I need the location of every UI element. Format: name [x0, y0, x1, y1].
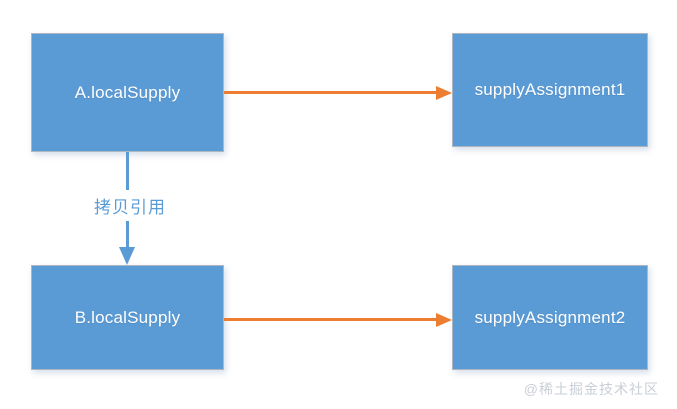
- connector-arrow-top-orange: [224, 86, 452, 100]
- arrow-head-right-icon: [436, 86, 452, 100]
- node-b-local-supply[interactable]: B.localSupply: [31, 265, 224, 370]
- arrow-shaft: [224, 91, 438, 94]
- arrow-head-right-icon: [436, 313, 452, 327]
- arrow-shaft: [224, 318, 438, 321]
- node-supply-assignment-1-label: supplyAssignment1: [474, 80, 626, 99]
- node-a-local-supply[interactable]: A.localSupply: [31, 33, 224, 152]
- node-supply-assignment-2-label: supplyAssignment2: [474, 307, 626, 327]
- node-b-local-supply-label: B.localSupply: [74, 307, 181, 327]
- arrow-head-down-icon: [119, 247, 135, 265]
- node-a-local-supply-label: A.localSupply: [74, 82, 181, 102]
- node-supply-assignment-2[interactable]: supplyAssignment2: [452, 265, 648, 370]
- connector-label-copy-reference: 拷贝引用: [78, 190, 182, 221]
- watermark: @稀土掘金技术社区: [523, 381, 659, 397]
- connector-arrow-bottom-orange: [224, 313, 452, 327]
- node-supply-assignment-1[interactable]: supplyAssignment1: [452, 33, 648, 147]
